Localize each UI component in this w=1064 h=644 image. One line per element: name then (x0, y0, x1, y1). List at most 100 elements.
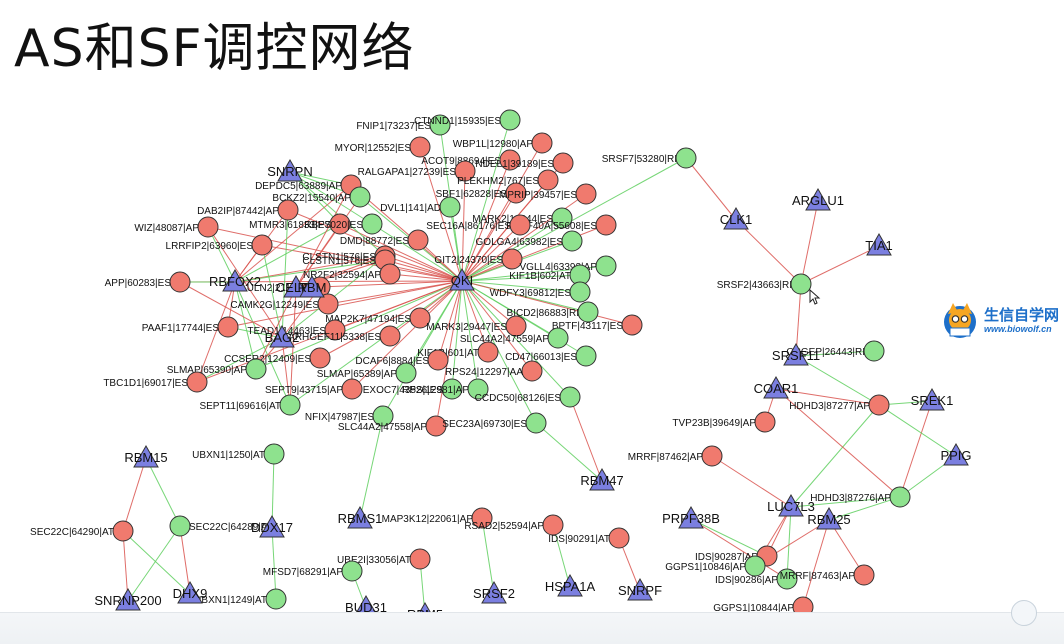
as-event-node[interactable]: GIT2|24370|ES (434, 248, 523, 270)
splicing-factor-node[interactable]: CLK1 (720, 206, 753, 230)
as-event-node[interactable]: SLC44A2|47559|AP (460, 327, 569, 349)
as-event-circle (186, 371, 208, 393)
splicing-factor-node[interactable]: PRPF38B (662, 505, 720, 529)
as-event-node[interactable]: SBF1|62828|ES (436, 182, 527, 204)
as-event-node[interactable]: DMD|88772|ES (340, 229, 429, 251)
as-event-node[interactable]: CCDC50|68126|ES (475, 386, 581, 408)
as-event-node[interactable]: PAAF1|17744|ES (142, 316, 239, 338)
as-event-node[interactable]: MFSD7|68291|AP (263, 560, 363, 582)
splicing-factor-node[interactable]: DDX17 (251, 514, 293, 538)
as-event-node[interactable]: FNIP1|73237|ES (356, 114, 451, 136)
splicing-factor-node[interactable]: BAG2 (265, 324, 300, 348)
as-event-node[interactable]: TVP23B|39649|AP (672, 411, 776, 433)
splicing-factor-node[interactable]: RBMS1 (338, 505, 383, 529)
splicing-factor-node[interactable]: ARGLU1 (792, 187, 844, 211)
as-event-node[interactable]: CAMK2G|12249|ES (230, 293, 339, 315)
splicing-factor-node[interactable]: TIA1 (865, 232, 893, 256)
as-event-node[interactable]: GGPS1|10846|AP (665, 555, 766, 577)
as-event-node[interactable]: RALGAPA1|27239|ES (358, 160, 476, 182)
splicing-factor-node[interactable]: RBM47 (580, 467, 624, 491)
splicing-factor-node[interactable]: RBM25 (807, 506, 851, 530)
as-event-node[interactable]: SEC22C|64290|AT (30, 520, 134, 542)
as-event-node[interactable]: MARK3|29447|ES (426, 315, 527, 337)
as-event-node[interactable]: IDS|90291|AT (548, 527, 630, 549)
splicing-factor-node[interactable]: RBM (298, 274, 327, 298)
as-event-node[interactable]: MAP3K12|22061|AP (382, 507, 493, 529)
as-event-node[interactable]: RPS24|12297|AA (445, 360, 543, 382)
splicing-factor-node[interactable]: RBFOX2 (209, 268, 261, 292)
splicing-factor-node[interactable]: RBM15 (124, 444, 168, 468)
as-event-node[interactable]: APP|60283|ES (105, 271, 191, 293)
as-event-node[interactable]: SEC23A|69730|ES (442, 412, 547, 434)
as-event-node[interactable]: SEC16A|86176|ES (426, 214, 531, 236)
splicing-factor-node[interactable]: HSPA1A (545, 573, 596, 597)
as-event-node[interactable]: SEPT9|43715|AP (265, 378, 363, 400)
as-event-node[interactable]: DVL1|141|AD (380, 196, 461, 218)
as-event-node[interactable]: UBE2I|33056|AT (337, 548, 431, 570)
nav-circle-button[interactable] (1011, 600, 1037, 626)
splicing-factor-node[interactable]: LUC7L3 (767, 493, 815, 517)
as-event-node[interactable]: SEC22C|64289|AT (169, 515, 273, 537)
as-event-node[interactable]: GOLGA4|63982|ES (476, 230, 583, 252)
splicing-factor-node[interactable]: PPIG (940, 442, 972, 466)
as-event-node[interactable]: KIF1B|601|AT (417, 341, 499, 363)
as-event-node[interactable]: CTNND1|15935|ES (414, 109, 521, 131)
as-event-node[interactable]: UBXN1|1249|AT (194, 588, 287, 610)
as-event-circle (309, 347, 331, 369)
as-event-node[interactable]: RBP7020|ES (304, 213, 383, 235)
as-event-node[interactable]: LRRFIP2|63960|ES (166, 234, 273, 256)
as-event-node[interactable]: EXOC7|43526|ES (363, 378, 463, 400)
as-event-node[interactable]: HDHD3|87277|AP (789, 394, 890, 416)
as-event-node[interactable]: BPTF|43117|ES (552, 314, 643, 336)
as-event-node[interactable]: SRSF2|43663|RI (717, 273, 812, 295)
as-event-node[interactable]: MTMR3|61833|ES (249, 213, 351, 235)
as-event-node[interactable]: ARHGEF11|5338|ES (288, 325, 401, 347)
as-event-node[interactable]: TEAD1|14463|ES (247, 319, 346, 341)
as-event-node[interactable]: WBP1L|12980|AP (453, 132, 553, 154)
as-event-node[interactable]: WDFY3|69812|ES (490, 281, 591, 303)
as-event-node[interactable]: PRPF40A|55608|ES (506, 214, 617, 236)
as-event-node[interactable]: RPS|12981|AP (402, 378, 489, 400)
as-event-node[interactable]: WIZ|48087|AP (134, 216, 219, 238)
as-event-node[interactable]: MRRF|87463|AP (780, 564, 875, 586)
as-event-node[interactable]: MYOR|12552|ES (335, 136, 431, 158)
as-event-node[interactable]: DCAF6|8884|ES (355, 349, 449, 371)
as-event-node[interactable]: MPRIP|39457|ES (499, 183, 597, 205)
splicing-factor-node[interactable]: SNRPF (618, 577, 662, 601)
as-event-node[interactable]: VGLL4|63393|AP (520, 255, 617, 277)
splicing-factor-node[interactable]: SRSF2 (473, 580, 515, 604)
as-event-node[interactable]: IDS|90286|AP (715, 568, 798, 590)
as-event-label: NDEL1|39189|ES (475, 159, 554, 170)
splicing-factor-node[interactable]: SNRPN (267, 158, 313, 182)
splicing-factor-node[interactable]: COAR1 (754, 375, 799, 399)
as-event-node[interactable]: PLEKHM2|767|ES (457, 169, 559, 191)
as-event-node[interactable]: MAP2K7|47194|ES (325, 307, 431, 329)
as-event-node[interactable]: CD47|66013|ES (505, 345, 597, 367)
as-event-node[interactable]: OSGEP|26443|RI (786, 340, 885, 362)
splicing-factor-node[interactable]: SRSF11 (772, 342, 820, 366)
as-event-node[interactable]: NR2F2|32594|AP (303, 263, 401, 285)
as-event-node[interactable]: UBXN1|1250|AT (192, 443, 285, 465)
as-event-circle (265, 588, 287, 610)
splicing-factor-node[interactable]: BUD31 (345, 594, 387, 618)
as-event-node[interactable]: SRSF7|53280|RI (602, 147, 697, 169)
as-event-node[interactable]: HDHD3|87276|AP (810, 486, 911, 508)
as-event-node[interactable]: SLC44A2|47558|AP (338, 415, 447, 437)
splicing-factor-node[interactable]: SNRNP200 (94, 587, 162, 611)
splicing-factor-node[interactable]: DHX9 (173, 580, 208, 604)
as-event-node[interactable]: DAB2IP|87442|AP (197, 199, 299, 221)
splicing-factor-node[interactable]: QKI (449, 267, 475, 291)
as-event-node[interactable]: BCKZ2|15540|AP (272, 186, 371, 208)
as-event-circle (499, 149, 521, 171)
splicing-factor-node[interactable]: SREK1 (911, 387, 954, 411)
as-event-node[interactable]: CCSER2|12409|ES (224, 347, 331, 369)
as-event-node[interactable]: NFIX|47987|ES (305, 405, 394, 427)
as-event-node[interactable]: SEPT11|69616|AT (199, 394, 301, 416)
as-event-node[interactable]: NDEL1|39189|ES (475, 152, 574, 174)
as-event-node[interactable]: MRRF|87462|AP (628, 445, 723, 467)
as-event-node[interactable]: BICD2|86883|RI (507, 301, 599, 323)
as-event-node[interactable]: SLMAP|65389|AP (317, 362, 417, 384)
as-event-node[interactable]: TBC1D1|69017|ES (103, 371, 208, 393)
as-event-node[interactable]: SLMAP|65390|AP (167, 358, 267, 380)
as-event-node[interactable]: RSAD2|52594|AP (464, 514, 564, 536)
